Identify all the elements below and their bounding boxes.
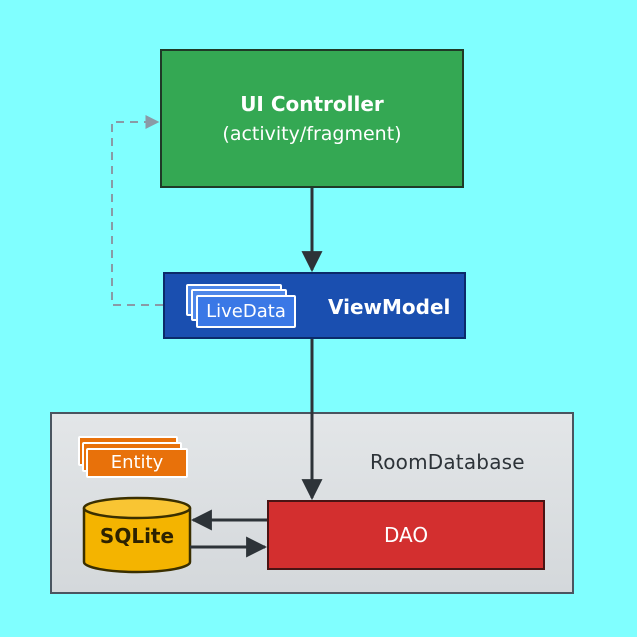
livedata-card: LiveData bbox=[196, 295, 296, 328]
sqlite-label: SQLite bbox=[99, 524, 175, 548]
livedata-observer-dashed-arrow bbox=[111, 115, 163, 306]
entity-card: Entity bbox=[86, 448, 188, 478]
room-database-label: RoomDatabase bbox=[370, 450, 525, 474]
ui-controller-title: UI Controller bbox=[240, 91, 384, 116]
ui-controller-box: UI Controller (activity/fragment) bbox=[160, 49, 464, 188]
sqlite-database-icon bbox=[82, 496, 192, 574]
ui-controller-subtitle: (activity/fragment) bbox=[222, 122, 402, 145]
dao-box: DAO bbox=[267, 500, 545, 570]
viewmodel-label: ViewModel bbox=[328, 295, 451, 319]
